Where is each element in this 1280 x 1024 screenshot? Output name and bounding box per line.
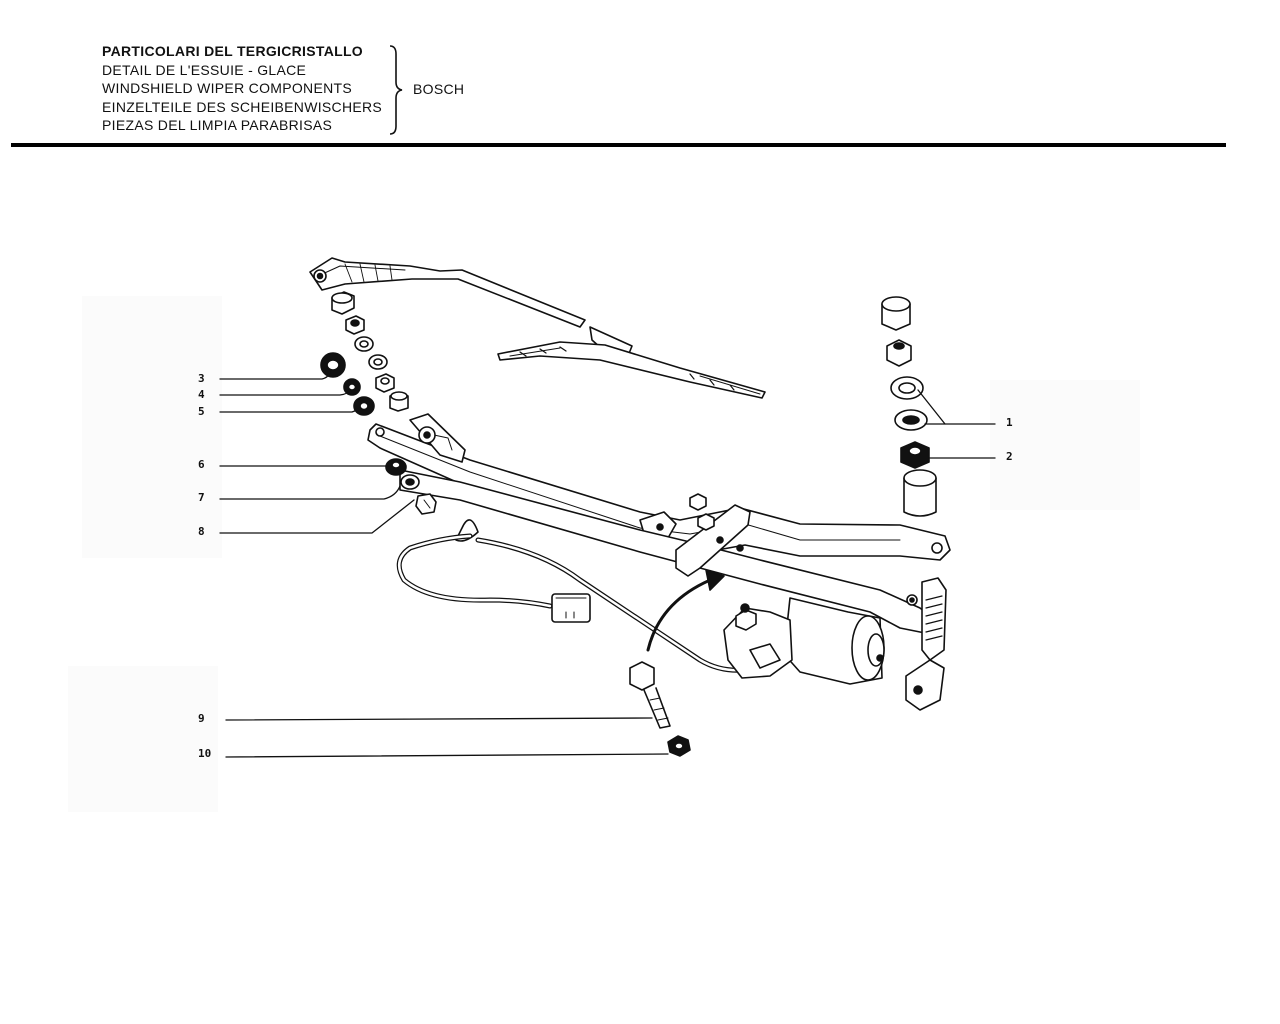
crank-bracket <box>675 493 751 577</box>
title-french: DETAIL DE L'ESSUIE - GLACE <box>102 61 307 78</box>
title-german: EINZELTEILE DES SCHEIBENWISCHERS <box>102 98 383 115</box>
assembly-arrow <box>646 569 725 652</box>
wiper-motor <box>723 597 885 685</box>
callout-9: 9 <box>198 712 205 725</box>
callout-7: 7 <box>198 491 205 504</box>
part-7-washer <box>400 474 420 490</box>
part-5-nut <box>353 396 375 416</box>
brand-label: BOSCH <box>413 81 465 97</box>
part-10-nut <box>667 735 691 757</box>
part-6-bushing <box>385 458 407 476</box>
right-spindle-hardware <box>881 296 937 517</box>
title-block: PARTICOLARI DEL TERGICRISTALLO DETAIL DE… <box>102 42 382 135</box>
title-english: WINDSHIELD WIPER COMPONENTS <box>102 80 353 96</box>
part-8-clip <box>415 493 437 515</box>
callout-4: 4 <box>198 388 205 401</box>
callout-8: 8 <box>198 525 205 538</box>
part-9-bolt <box>629 661 671 729</box>
left-spindle-hardware <box>331 291 409 412</box>
callout-5: 5 <box>198 405 205 418</box>
callout-2: 2 <box>1006 450 1013 463</box>
wiper-blade <box>497 326 766 399</box>
callout-1: 1 <box>1006 416 1013 429</box>
title-italian: PARTICOLARI DEL TERGICRISTALLO <box>102 43 363 59</box>
leader-lines <box>219 369 996 758</box>
header-divider <box>11 143 1226 147</box>
title-spanish: PIEZAS DEL LIMPIA PARABRISAS <box>102 117 333 133</box>
wiper-arm <box>309 257 586 328</box>
callout-3: 3 <box>198 372 205 385</box>
part-4-washer <box>343 378 361 396</box>
right-mounting-bracket <box>905 577 947 711</box>
part-3-grommet <box>320 352 346 378</box>
wiring-harness <box>396 519 748 673</box>
callout-6: 6 <box>198 458 205 471</box>
callout-10: 10 <box>198 747 212 760</box>
brace-icon <box>389 45 403 135</box>
